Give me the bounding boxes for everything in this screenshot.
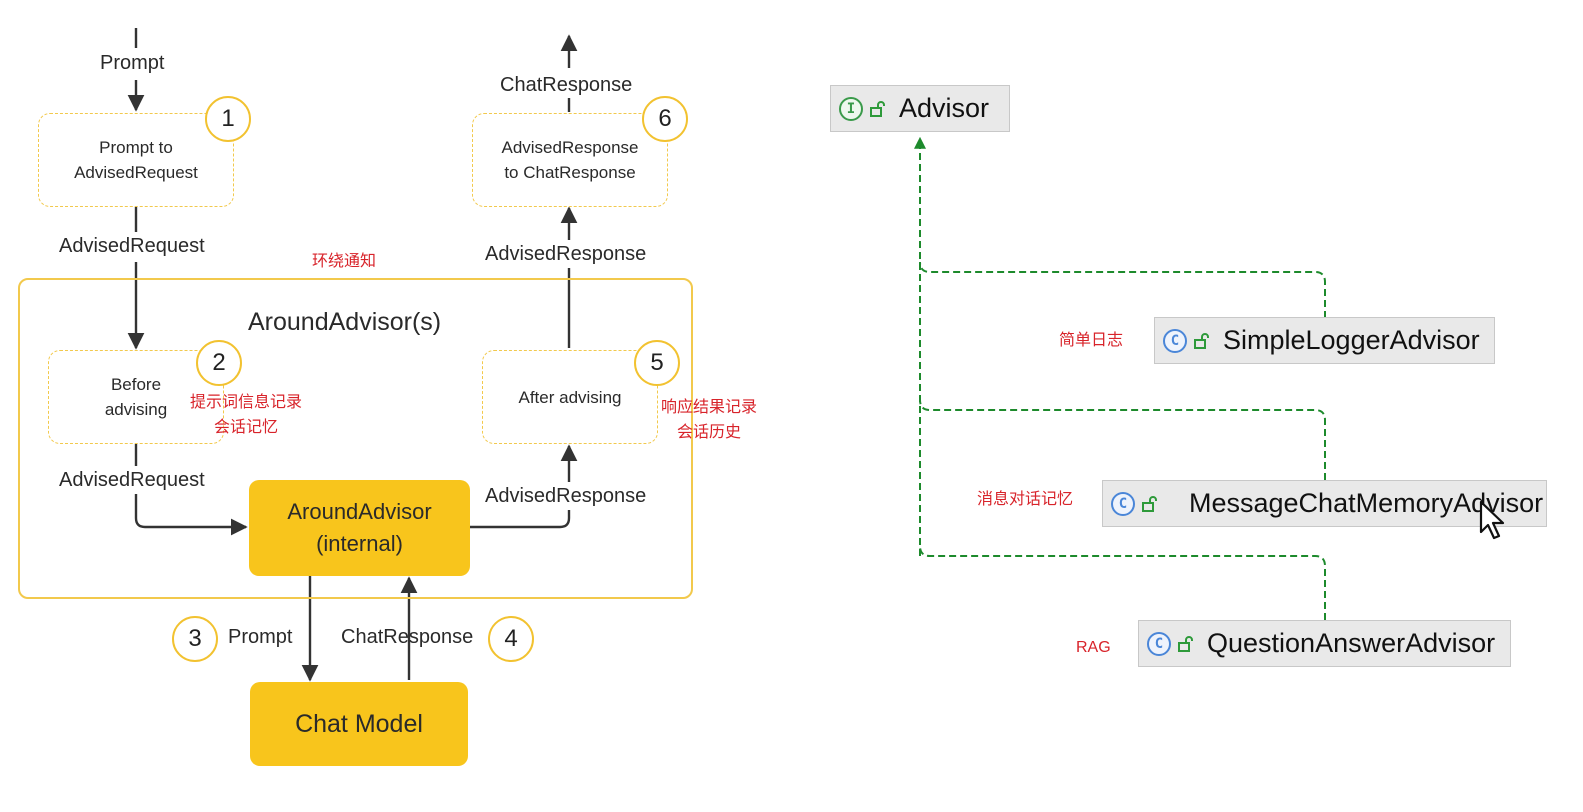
unlock-icon xyxy=(1178,635,1193,652)
internal-line1: AroundAdvisor xyxy=(287,499,432,524)
step1-box: Prompt to AdvisedRequest xyxy=(38,113,234,207)
label-advised-request-2: AdvisedRequest xyxy=(59,469,205,491)
step6-line2: to ChatResponse xyxy=(504,163,636,182)
step1-number: 1 xyxy=(205,96,251,142)
simple-logger-note: 简单日志 xyxy=(1059,332,1124,349)
label-prompt-in: Prompt xyxy=(100,52,165,74)
class-icon: C xyxy=(1147,631,1171,656)
class-icon: C xyxy=(1163,328,1187,353)
message-memory-note: 消息对话记忆 xyxy=(977,491,1074,508)
around-advisor-internal: AroundAdvisor (internal) xyxy=(249,480,470,576)
class-icon: C xyxy=(1111,491,1135,516)
step6-line1: AdvisedResponse xyxy=(501,138,639,157)
label-chat-response-up: ChatResponse xyxy=(341,626,474,648)
mouse-cursor-icon xyxy=(1479,500,1505,540)
arrow-internal-to-step5 xyxy=(470,510,571,529)
after-annotation-line1: 响应结果记录 xyxy=(661,399,758,416)
around-advisors-container xyxy=(18,278,693,599)
arrow-to-internal xyxy=(134,494,248,536)
step3-number: 3 xyxy=(172,616,218,662)
step5-number: 5 xyxy=(634,340,680,386)
step1-line2: AdvisedRequest xyxy=(74,163,198,182)
step2-line1: Before xyxy=(110,375,162,394)
question-answer-name: QuestionAnswerAdvisor xyxy=(1207,628,1496,658)
label-advised-request-1: AdvisedRequest xyxy=(59,235,205,257)
around-advisors-title: AroundAdvisor(s) xyxy=(248,308,442,336)
around-annotation: 环绕通知 xyxy=(312,253,377,270)
step2-box: Before advising xyxy=(48,350,224,444)
internal-line2: (internal) xyxy=(316,531,403,556)
unlock-icon xyxy=(1194,332,1209,349)
chat-model-box: Chat Model xyxy=(250,682,468,766)
inherit-message-memory xyxy=(919,399,1326,480)
class-simple-logger-advisor[interactable]: C SimpleLoggerAdvisor xyxy=(1154,317,1495,364)
step2-number: 2 xyxy=(196,340,242,386)
unlock-icon xyxy=(870,100,885,117)
step4-number: 4 xyxy=(488,616,534,662)
after-annotation-line2: 会话历史 xyxy=(677,424,742,441)
class-question-answer-advisor[interactable]: C QuestionAnswerAdvisor xyxy=(1138,620,1511,667)
before-annotation-line1: 提示词信息记录 xyxy=(190,394,303,411)
label-prompt-down: Prompt xyxy=(228,626,293,648)
chat-model-label: Chat Model xyxy=(295,709,423,738)
unlock-icon xyxy=(1142,495,1157,512)
step6-box: AdvisedResponse to ChatResponse xyxy=(472,113,668,207)
class-message-chat-memory-advisor[interactable]: C MessageChatMemoryAdvisor xyxy=(1102,480,1547,527)
step1-line1: Prompt to xyxy=(99,138,173,157)
step5-box: After advising xyxy=(482,350,658,444)
label-advised-response-1: AdvisedResponse xyxy=(485,243,647,265)
label-advised-response-2: AdvisedResponse xyxy=(485,485,647,507)
inherit-question-answer xyxy=(919,545,1326,620)
class-advisor[interactable]: I Advisor xyxy=(830,85,1010,132)
advisor-name: Advisor xyxy=(899,93,990,123)
simple-logger-name: SimpleLoggerAdvisor xyxy=(1223,325,1480,355)
inherit-simple-logger xyxy=(919,261,1326,318)
label-chat-response-out: ChatResponse xyxy=(500,74,633,96)
step6-number: 6 xyxy=(642,96,688,142)
step2-line2: advising xyxy=(104,400,168,419)
interface-icon: I xyxy=(839,96,863,121)
question-answer-note: RAG xyxy=(1076,639,1111,656)
step5-line1: After advising xyxy=(518,387,622,407)
before-annotation-line2: 会话记忆 xyxy=(214,419,279,436)
